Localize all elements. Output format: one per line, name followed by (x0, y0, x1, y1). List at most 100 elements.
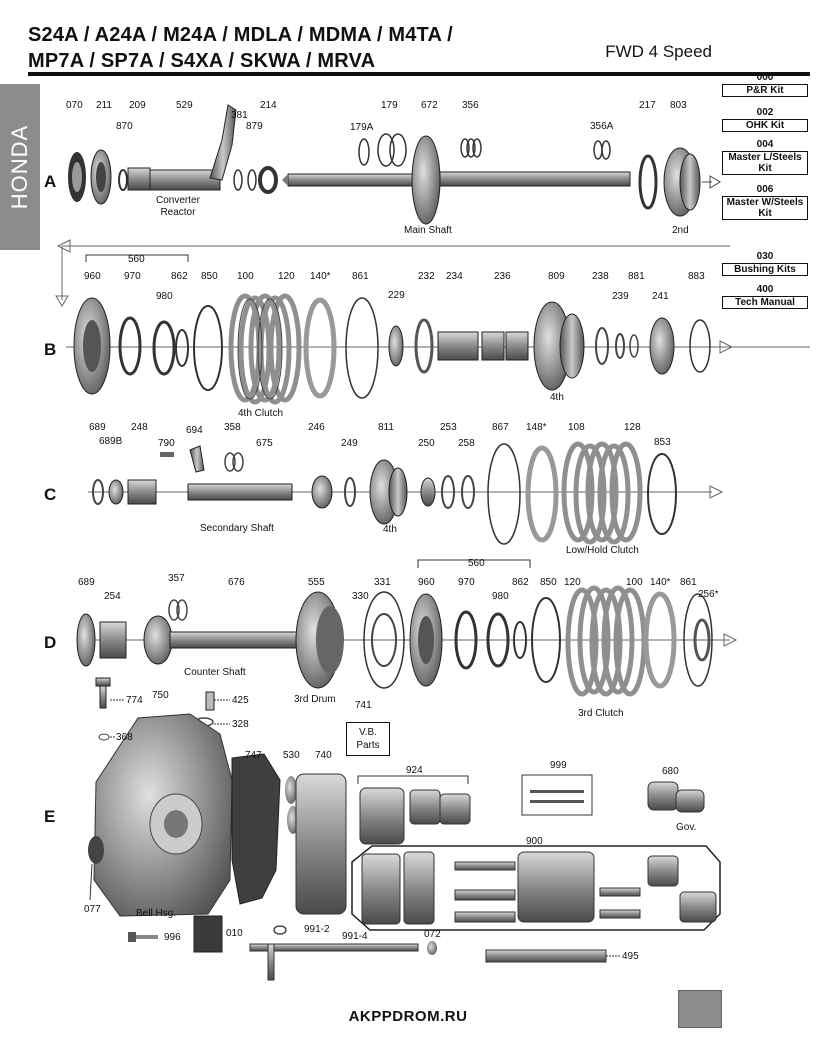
part-number: 356A (590, 121, 614, 132)
part-number: 991-2 (304, 924, 330, 935)
row-b-parts (55, 239, 810, 405)
part-number: 999 (550, 760, 567, 771)
row-a-parts (68, 104, 721, 225)
part-number: 358 (224, 422, 241, 433)
part-number: 676 (228, 577, 245, 588)
part-number: 241 (652, 291, 669, 302)
part-number: 530 (283, 750, 300, 761)
part-number: 120 (564, 577, 581, 588)
caption-converter-reactor: Converter Reactor (156, 195, 200, 218)
caption-main-shaft: Main Shaft (404, 225, 452, 236)
part-number: 140* (310, 271, 331, 282)
footer-watermark: AKPPDROM.RU (348, 1008, 468, 1025)
kit-number: 004 (756, 139, 774, 150)
kit-number: 002 (756, 107, 774, 118)
part-number: 879 (246, 121, 263, 132)
part-number: 689 (78, 577, 95, 588)
group-number-560: 560 (468, 558, 485, 569)
part-number: 747 (245, 750, 262, 761)
part-number: 211 (96, 100, 112, 111)
part-number: 254 (104, 591, 121, 602)
caption-governor: Gov. (676, 822, 697, 833)
kit-number: 030 (756, 251, 774, 262)
part-number: 250 (418, 438, 435, 449)
part-number: 120 (278, 271, 295, 282)
part-number: 239 (612, 291, 629, 302)
part-number: 740 (315, 750, 332, 761)
caption-secondary-shaft: Secondary Shaft (200, 523, 274, 534)
caption-4th: 4th (383, 524, 397, 535)
part-number: 980 (492, 591, 509, 602)
part-number: 960 (418, 577, 435, 588)
row-letter-e: E (44, 807, 56, 826)
kit-number: 000 (756, 72, 774, 83)
part-number: 689 (89, 422, 106, 433)
group-number-560: 560 (128, 254, 145, 265)
part-number: 248 (131, 422, 148, 433)
kit-004: 004 Master L/Steels Kit (722, 139, 808, 175)
page-subtitle: FWD 4 Speed (605, 42, 712, 61)
kit-label: Master W/Steels Kit (722, 196, 808, 220)
part-number: 148* (526, 422, 547, 433)
part-number: 861 (352, 271, 369, 282)
part-number: 246 (308, 422, 325, 433)
part-number: 862 (512, 577, 529, 588)
caption-2nd: 2nd (672, 225, 689, 236)
part-number: 356 (462, 100, 479, 111)
part-number: 229 (388, 290, 405, 301)
row-letter-a: A (44, 172, 57, 191)
part-number: 214 (260, 100, 277, 111)
part-number: 010 (226, 928, 243, 939)
caption-4th-clutch: 4th Clutch (238, 408, 284, 419)
part-number: 883 (688, 271, 705, 282)
kit-030: 030 Bushing Kits (722, 251, 808, 276)
part-number: 357 (168, 573, 185, 584)
kit-006: 006 Master W/Steels Kit (722, 184, 808, 220)
part-number: 425 (232, 695, 249, 706)
part-number: 100 (626, 577, 643, 588)
part-number: 217 (639, 100, 656, 111)
part-number: 128 (624, 422, 641, 433)
part-number: 236 (494, 271, 511, 282)
part-number: 980 (156, 291, 173, 302)
vb-parts-box: V.B. Parts (346, 722, 390, 756)
part-number: 179A (350, 122, 374, 133)
part-number: 256* (698, 589, 719, 600)
part-number: 790 (158, 438, 175, 449)
part-number: 694 (186, 425, 203, 436)
part-number: 924 (406, 765, 423, 776)
part-number: 803 (670, 100, 687, 111)
part-number: 495 (622, 951, 639, 962)
part-number: 675 (256, 438, 273, 449)
part-number: 070 (66, 100, 83, 111)
part-number: 077 (84, 904, 101, 915)
part-number: 867 (492, 422, 509, 433)
row-letter-b: B (44, 340, 57, 359)
part-number: 529 (176, 100, 193, 111)
part-number: 861 (680, 577, 697, 588)
part-number: 900 (526, 836, 543, 847)
kit-label: Bushing Kits (722, 263, 808, 276)
kit-label: Tech Manual (722, 296, 808, 309)
row-d-parts (76, 559, 738, 697)
part-number: 072 (424, 929, 441, 940)
part-number: 809 (548, 271, 565, 282)
part-number: 672 (421, 100, 438, 111)
caption-3rd-clutch: 3rd Clutch (578, 708, 624, 719)
part-number: 249 (341, 438, 358, 449)
part-number: 774 (126, 695, 143, 706)
kit-label: P&R Kit (722, 84, 808, 97)
kit-label: Master L/Steels Kit (722, 151, 808, 175)
header-rule (28, 72, 810, 76)
caption-4th: 4th (550, 392, 564, 403)
part-number: 970 (124, 271, 141, 282)
part-number: 741 (355, 700, 372, 711)
row-letter-d: D (44, 633, 57, 652)
part-number: 234 (446, 271, 463, 282)
row-letter-c: C (44, 485, 57, 504)
part-number: 108 (568, 422, 585, 433)
kit-number: 400 (756, 284, 774, 295)
page-title-line-2: MP7A / SP7A / S4XA / SKWA / MRVA (28, 50, 376, 72)
brand-tab: HONDA (0, 84, 40, 250)
page-corner-marker (678, 990, 722, 1028)
